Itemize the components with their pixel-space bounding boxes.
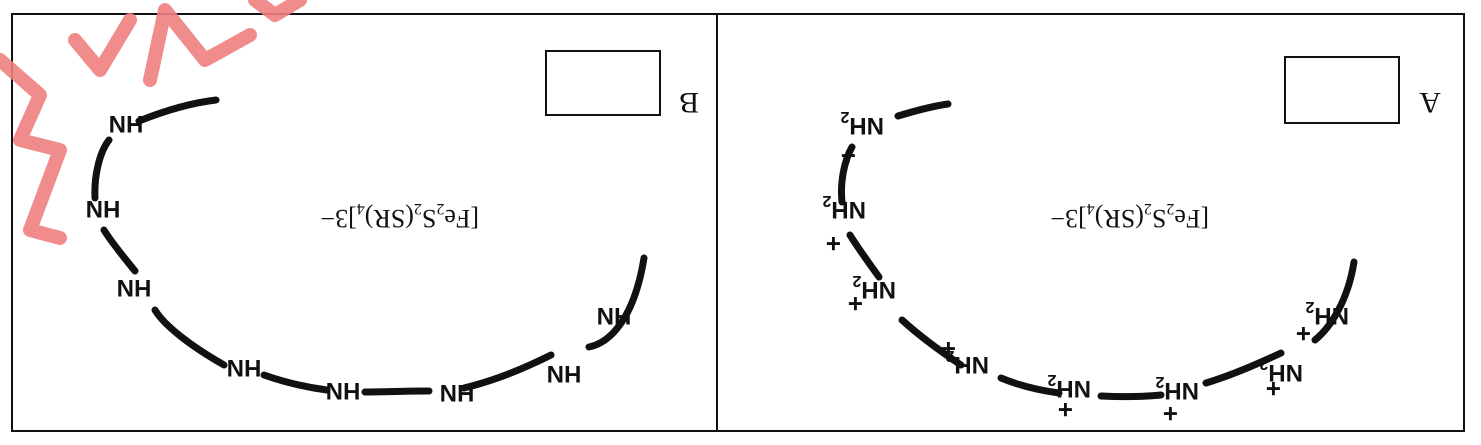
panel-a-group-6: NH2 + <box>848 272 896 319</box>
panel-b-label: B <box>679 86 699 119</box>
panel-a-complex-formula: [Fe2S2(SR)4]3− <box>1050 200 1209 233</box>
panel-b-group-4: HN <box>326 377 361 404</box>
panel-a-group-1: NH2 + <box>1296 298 1349 349</box>
panel-a-group-2: NH2 + <box>1259 355 1303 404</box>
panel-b-peptide-backbone <box>91 96 648 396</box>
panel-b-group-8: HN <box>109 110 144 137</box>
svg-text:NH2: NH2 <box>945 347 989 378</box>
panel-b-group-1: HN <box>597 302 632 329</box>
panel-b-group-2: HN <box>547 360 582 387</box>
panel-a-group-8: NH2 + <box>840 108 884 171</box>
svg-text:+: + <box>1296 319 1311 349</box>
panel-b-complex-formula: [Fe2S2(SR)4]3− <box>320 200 479 233</box>
svg-text:+: + <box>1058 395 1073 425</box>
svg-text:+: + <box>941 334 956 364</box>
svg-text:+: + <box>848 289 863 319</box>
panel-b: B [Fe2S2(SR)4]3− HN HN HN HN HN HN HN HN <box>86 50 699 406</box>
panel-a-peptide-backbone <box>838 100 1358 401</box>
panel-b-group-3: HN <box>440 379 475 406</box>
watermark <box>0 0 307 245</box>
panel-a-group-7: NH2 + <box>822 192 866 259</box>
svg-text:NH2: NH2 <box>822 192 866 223</box>
svg-text:NH2: NH2 <box>1155 373 1199 404</box>
panel-a-answer-box[interactable] <box>1284 56 1400 124</box>
panel-a-group-4: NH2 + <box>1047 371 1091 425</box>
svg-text:NH2: NH2 <box>840 108 884 139</box>
panel-a-label: A <box>1419 86 1441 119</box>
panel-b-group-6: HN <box>117 274 152 301</box>
svg-text:+: + <box>1163 399 1178 429</box>
svg-text:NH2: NH2 <box>1047 371 1091 402</box>
panel-b-group-5: HN <box>227 354 262 381</box>
panel-a-group-5: NH2 + <box>941 334 989 378</box>
svg-text:+: + <box>826 229 841 259</box>
svg-text:+: + <box>1266 374 1281 404</box>
svg-text:NH2: NH2 <box>1305 298 1349 329</box>
svg-text:NH2: NH2 <box>1259 355 1303 386</box>
figure-frame <box>11 13 1465 432</box>
panel-a-group-3: NH2 + <box>1155 373 1199 429</box>
svg-text:NH2: NH2 <box>852 272 896 303</box>
svg-text:+: + <box>841 141 856 171</box>
panel-a: A [Fe2S2(SR)4]3− NH2 + NH2 + NH2 + NH2 +… <box>822 56 1441 429</box>
panel-b-group-7: HN <box>86 195 121 222</box>
panel-b-answer-box[interactable] <box>545 50 661 116</box>
